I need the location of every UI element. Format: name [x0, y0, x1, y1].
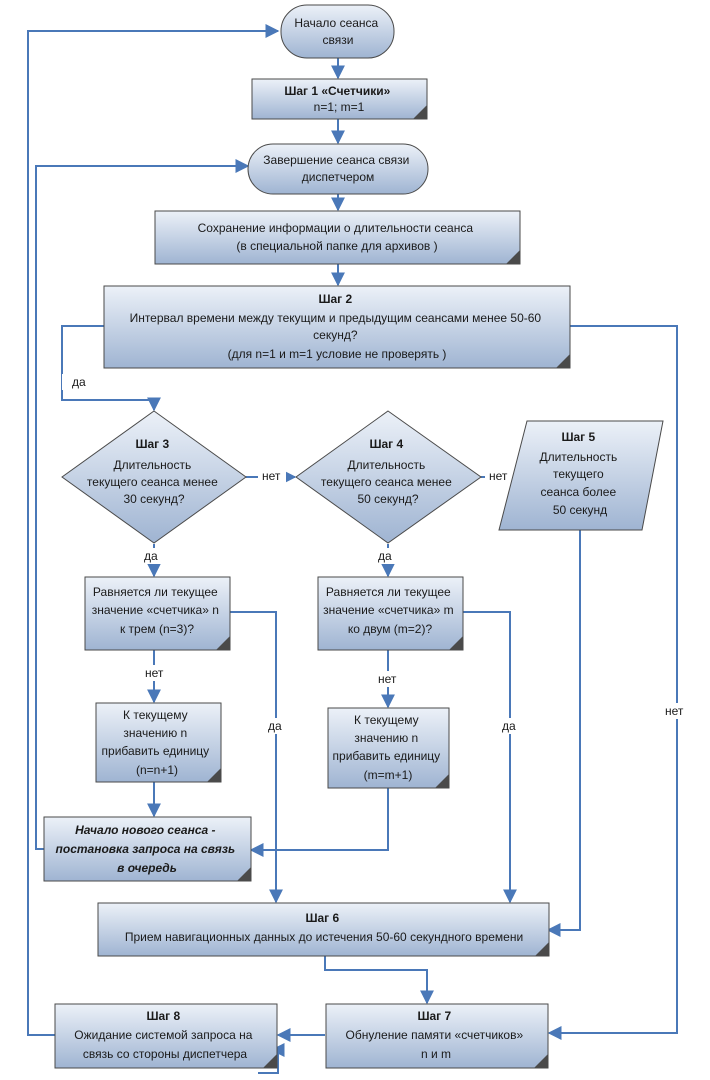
label-step2-yes: да [72, 375, 86, 389]
node-step5-text: Шаг 5 Длительность текущего сеанса более… [539, 430, 620, 517]
node-step6-text: Шаг 6 Прием навигационных данных до исте… [125, 911, 523, 944]
node-save-text: Сохранение информации о длительности сеа… [198, 221, 477, 253]
node-start: Начало сеанса связи [280, 4, 395, 59]
arrow-step8-loop-to-start [27, 24, 280, 1036]
label-bg [374, 548, 400, 564]
label-bg [485, 468, 513, 484]
arrow-step5-to-step6 [546, 530, 581, 937]
corner-fold-icon [535, 942, 549, 956]
corner-fold-icon [207, 768, 221, 782]
node-step1: Шаг 1 «Счетчики» n=1; m=1 [251, 78, 428, 120]
label-bg [374, 671, 402, 687]
node-step2: Шаг 2 Интервал времени между текущим и п… [103, 285, 571, 369]
node-step8-text: Шаг 8 Ожидание системой запроса на связь… [74, 1009, 255, 1061]
label-bg [498, 718, 524, 734]
node-end-dispatcher-text: Завершение сеанса связи диспетчером [263, 153, 412, 184]
corner-fold-icon [435, 774, 449, 788]
label-step2-no: нет [665, 704, 684, 718]
node-step3-decision: Шаг 3 Длительность текущего сеанса менее… [61, 410, 247, 544]
node-check-m-text: Равняется ли текущее значение «счетчика»… [323, 585, 457, 636]
corner-fold-icon [413, 105, 427, 119]
arrow-new-session-loop-to-end-dispatcher [35, 159, 250, 850]
label-bg [661, 703, 689, 719]
node-inc-n-text: К текущему значению n прибавить единицу … [102, 708, 213, 777]
corner-fold-icon [216, 636, 230, 650]
node-step1-text: Шаг 1 «Счетчики» n=1; m=1 [284, 84, 393, 114]
label-bg [258, 468, 286, 484]
node-step4-text: Шаг 4 Длительность текущего сеанса менее… [321, 437, 455, 506]
node-step7: Шаг 7 Обнуление памяти «счетчиков» n и m [325, 1003, 549, 1069]
label-step4-no: нет [489, 469, 508, 483]
label-step4-yes: да [378, 549, 392, 563]
label-check-n-no: нет [145, 666, 164, 680]
corner-fold-icon [263, 1054, 277, 1068]
node-start-text: Начало сеанса связи [294, 16, 381, 47]
node-end-dispatcher: Завершение сеанса связи диспетчером [247, 143, 429, 195]
node-new-session: Начало нового сеанса - постановка запрос… [43, 816, 252, 882]
node-layer: Начало сеанса связи Шаг 1 «Счетчики» n=1… [43, 4, 664, 1069]
label-check-m-no: нет [378, 672, 397, 686]
label-check-m-yes: да [502, 719, 516, 733]
arrow-step2-yes-to-step3 [61, 325, 161, 412]
arrow-step6-to-step7 [324, 956, 434, 1005]
node-check-n-text: Равняется ли текущее значение «счетчика»… [92, 585, 223, 636]
arrow-step2-no-to-step7 [547, 325, 678, 1040]
corner-fold-icon [237, 867, 251, 881]
label-check-n-yes: да [268, 719, 282, 733]
node-step8: Шаг 8 Ожидание системой запроса на связь… [54, 1003, 278, 1069]
corner-fold-icon [506, 250, 520, 264]
node-step6: Шаг 6 Прием навигационных данных до исте… [97, 902, 550, 957]
arrow-check-n-yes-to-step6 [230, 611, 283, 904]
label-step3-yes: да [144, 549, 158, 563]
node-save: Сохранение информации о длительности сеа… [154, 210, 521, 265]
node-inc-m: К текущему значению n прибавить единицу … [327, 707, 450, 789]
node-step5: Шаг 5 Длительность текущего сеанса более… [498, 420, 664, 531]
node-step2-text: Шаг 2 Интервал времени между текущим и п… [130, 292, 545, 361]
label-step3-no: нет [262, 469, 281, 483]
node-new-session-text: Начало нового сеанса - постановка запрос… [56, 823, 239, 875]
label-bg [140, 548, 166, 564]
connector-layer [27, 24, 678, 1074]
arrow-check-m-yes-to-step6 [463, 611, 517, 904]
corner-fold-icon [534, 1054, 548, 1068]
corner-fold-icon [449, 636, 463, 650]
node-check-n: Равняется ли текущее значение «счетчика»… [84, 576, 231, 651]
node-inc-m-text: К текущему значению n прибавить единицу … [333, 713, 444, 782]
label-bg [141, 665, 169, 681]
node-inc-n: К текущему значению n прибавить единицу … [95, 702, 222, 783]
label-bg [264, 718, 290, 734]
node-step7-text: Шаг 7 Обнуление памяти «счетчиков» n и m [345, 1009, 526, 1061]
label-bg [62, 374, 86, 390]
arrow-inc-m-to-new-session [249, 788, 389, 857]
corner-fold-icon [556, 354, 570, 368]
node-step4-decision: Шаг 4 Длительность текущего сеанса менее… [295, 410, 482, 544]
edge-label-layer: да нет нет нет да да нет нет да да [62, 374, 689, 734]
node-step3-text: Шаг 3 Длительность текущего сеанса менее… [87, 437, 221, 506]
node-check-m: Равняется ли текущее значение «счетчика»… [317, 576, 464, 651]
